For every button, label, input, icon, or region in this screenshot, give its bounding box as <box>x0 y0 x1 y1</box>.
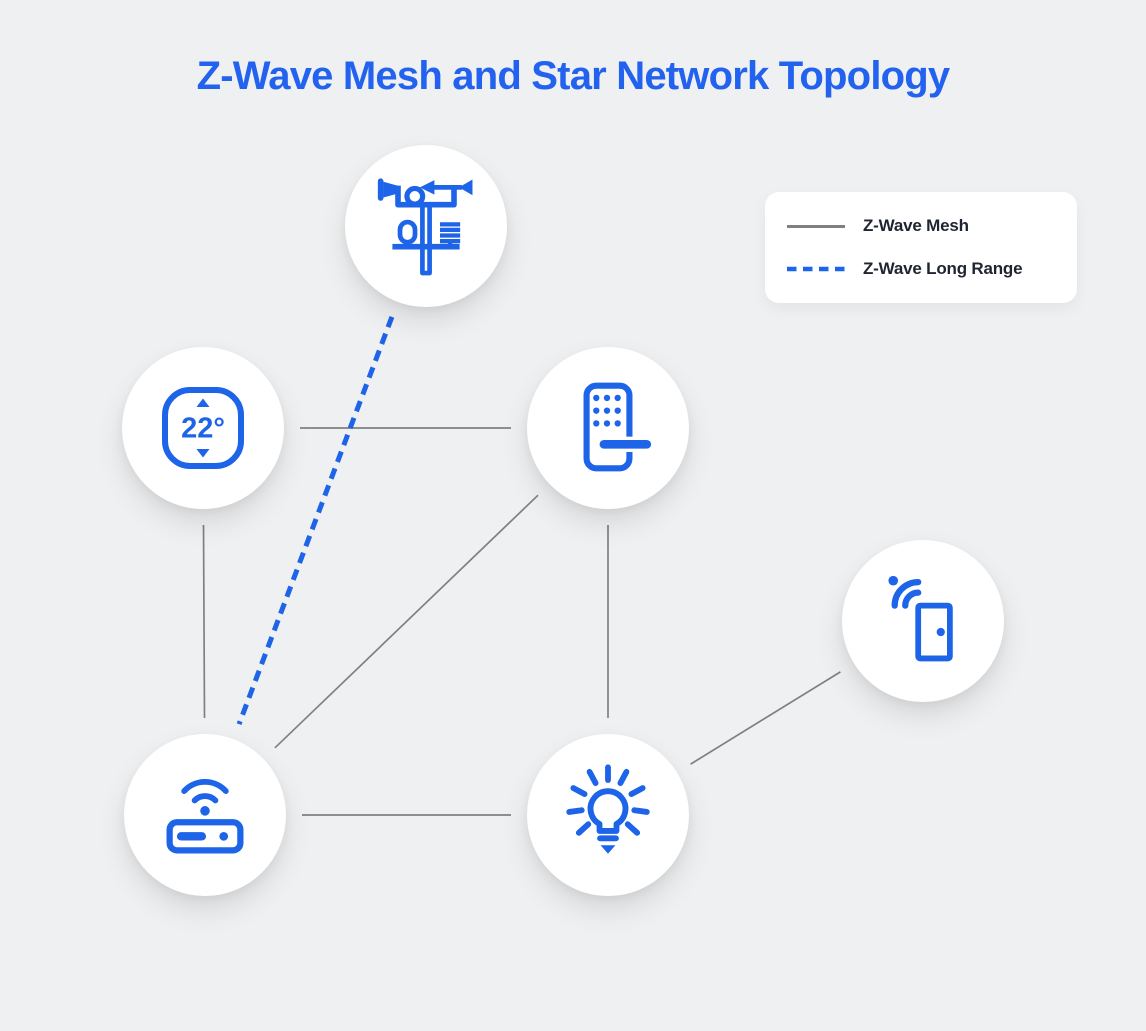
legend-label-long-range: Z-Wave Long Range <box>863 259 1023 278</box>
legend: Z-Wave Mesh Z-Wave Long Range <box>765 192 1077 303</box>
legend-label-mesh: Z-Wave Mesh <box>863 216 969 235</box>
hub-router-icon <box>166 779 244 854</box>
node-door-lock <box>527 347 689 509</box>
legend-item-long-range: Z-Wave Long Range <box>787 259 1077 279</box>
temp-down-icon <box>196 449 210 458</box>
light-bulb-icon <box>566 764 650 854</box>
page-title: Z-Wave Mesh and Star Network Topology <box>196 54 951 98</box>
node-hub <box>124 734 286 896</box>
node-thermostat: 22° <box>122 347 284 509</box>
door-sensor-icon <box>888 575 953 662</box>
node-weather-station <box>345 145 507 307</box>
edge-weather-station-hub <box>236 315 395 726</box>
edge-thermostat-hub <box>202 524 206 719</box>
weather-station-icon <box>377 178 473 276</box>
keypad-door-lock-icon <box>583 382 652 472</box>
node-door-sensor <box>842 540 1004 702</box>
edge-light-bulb-door-sensor <box>690 671 841 765</box>
node-light-bulb <box>527 734 689 896</box>
edge-door-lock-hub <box>274 494 539 749</box>
temp-up-icon <box>196 398 210 407</box>
mesh-line-sample <box>787 224 845 228</box>
thermostat-temperature: 22° <box>181 413 225 445</box>
long-range-line-sample <box>787 266 845 272</box>
thermostat-dial-icon: 22° <box>162 387 244 469</box>
legend-item-mesh: Z-Wave Mesh <box>787 216 1077 236</box>
